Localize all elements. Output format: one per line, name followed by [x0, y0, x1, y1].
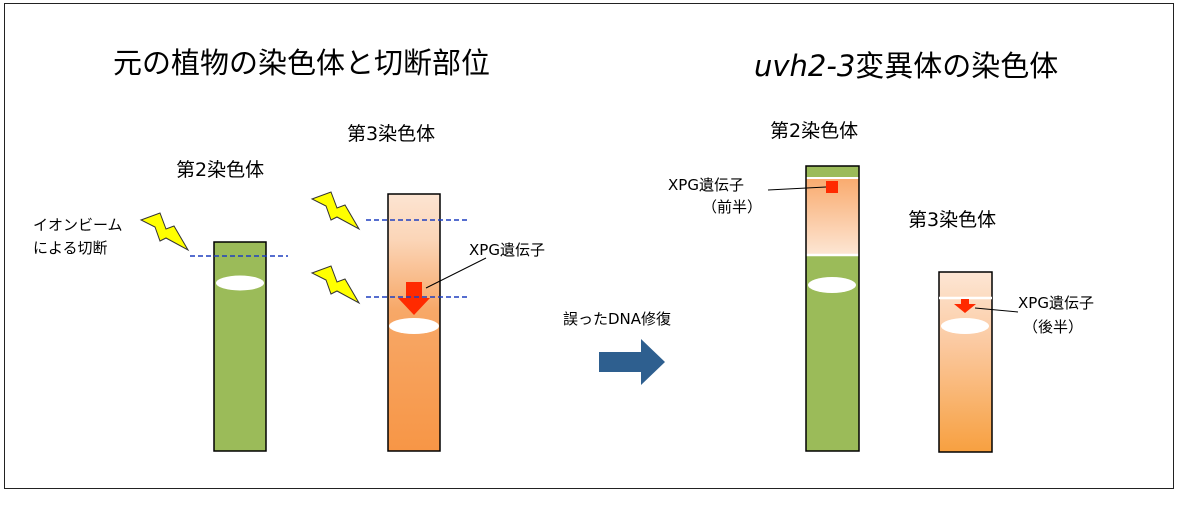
right-chr3-centromere	[941, 318, 989, 334]
xpg-back-line1: XPG遺伝子	[1018, 294, 1094, 312]
figure-frame	[4, 3, 1174, 489]
right-panel-title: uvh2-3変異体の染色体	[754, 52, 1058, 81]
left-chromosome-2	[213, 241, 267, 452]
right-chromosome-3	[938, 271, 993, 453]
lightning-icon	[139, 212, 190, 252]
right-chr3-label: 第3染色体	[908, 209, 997, 231]
right-title-rest: 変異体の染色体	[855, 49, 1059, 83]
xpg-front-line2: （前半）	[702, 198, 763, 216]
left-panel-title: 元の植物の染色体と切断部位	[113, 46, 491, 80]
left-chr2-centromere	[216, 275, 264, 291]
right-chr2-top-green	[806, 166, 859, 178]
repair-arrow-icon	[599, 339, 665, 385]
right-chr2-label: 第2染色体	[770, 120, 859, 142]
xpg-back-line2: （後半）	[1023, 318, 1084, 336]
xpg-front-line1: XPG遺伝子	[668, 176, 744, 194]
repair-label: 誤ったDNA修復	[563, 310, 672, 328]
left-chromosome-3	[387, 193, 441, 452]
beam-label-line1: イオンビーム	[33, 216, 123, 234]
right-chr2-centromere	[808, 277, 856, 293]
left-xpg-label: XPG遺伝子	[469, 241, 545, 259]
left-chr2-body	[213, 241, 267, 452]
lightning-icon	[310, 265, 361, 305]
right-chr2-outline	[805, 165, 860, 452]
left-chr2-label: 第2染色体	[176, 159, 265, 181]
left-chr3-label: 第3染色体	[347, 123, 436, 145]
left-chr3-centromere	[389, 318, 439, 334]
right-title-italic: uvh2-3	[754, 49, 856, 83]
left-xpg-leader	[425, 257, 487, 289]
right-xpg-front-gene	[826, 181, 838, 193]
right-xpg-back-gene-arrow	[954, 299, 976, 313]
left-xpg-gene-arrow	[398, 282, 430, 315]
lightning-icon	[310, 191, 361, 231]
right-chromosome-2	[805, 165, 860, 452]
right-chr2-translocated-part	[806, 166, 859, 255]
beam-label-line2: による切断	[33, 239, 108, 257]
right-xpg-back-leader	[974, 307, 1019, 313]
right-xpg-front-leader	[767, 186, 827, 191]
